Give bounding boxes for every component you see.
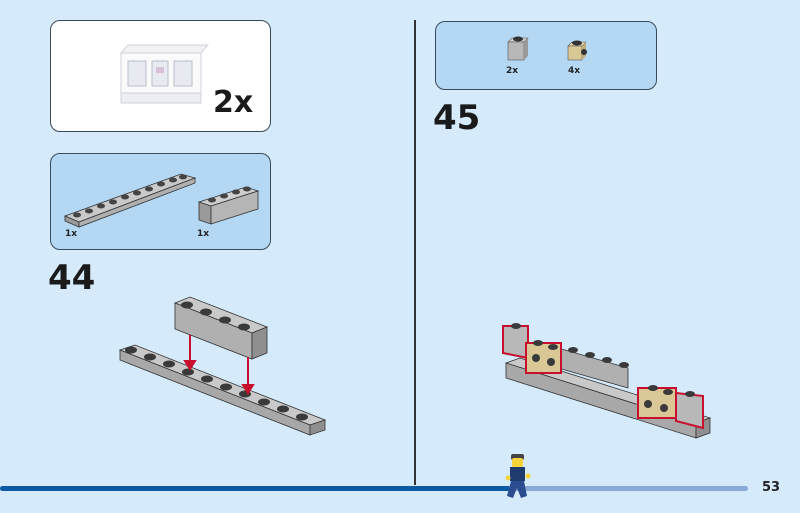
page-divider: [414, 20, 416, 485]
page-number: 53: [762, 480, 781, 495]
parts-list-step-44: 1x 1x: [50, 153, 271, 250]
parts-list-step-45: 2x 4x: [435, 21, 657, 90]
plate-1x10-image: [63, 173, 197, 228]
submodel-quantity: 2x: [213, 85, 254, 120]
brick-1x1-gray-image: [507, 36, 529, 61]
wall-submodel-image: [119, 44, 210, 104]
part-quantity: 1x: [65, 229, 78, 239]
minifigure-icon: [505, 454, 531, 498]
part-quantity: 2x: [506, 66, 519, 76]
step-number-45: 45: [433, 98, 481, 138]
part-quantity: 4x: [568, 66, 581, 76]
brick-1x1-tan-stud-side-image: [567, 40, 587, 61]
step-45-assembly-image: [502, 323, 712, 439]
step-44-assembly-image: [118, 296, 327, 436]
submodel-callout: 2x: [50, 20, 271, 132]
part-quantity: 1x: [197, 229, 210, 239]
step-number-44: 44: [48, 258, 96, 298]
progress-bar-fill: [0, 486, 509, 491]
progress-bar: [0, 486, 748, 491]
brick-1x4-image: [197, 186, 260, 225]
